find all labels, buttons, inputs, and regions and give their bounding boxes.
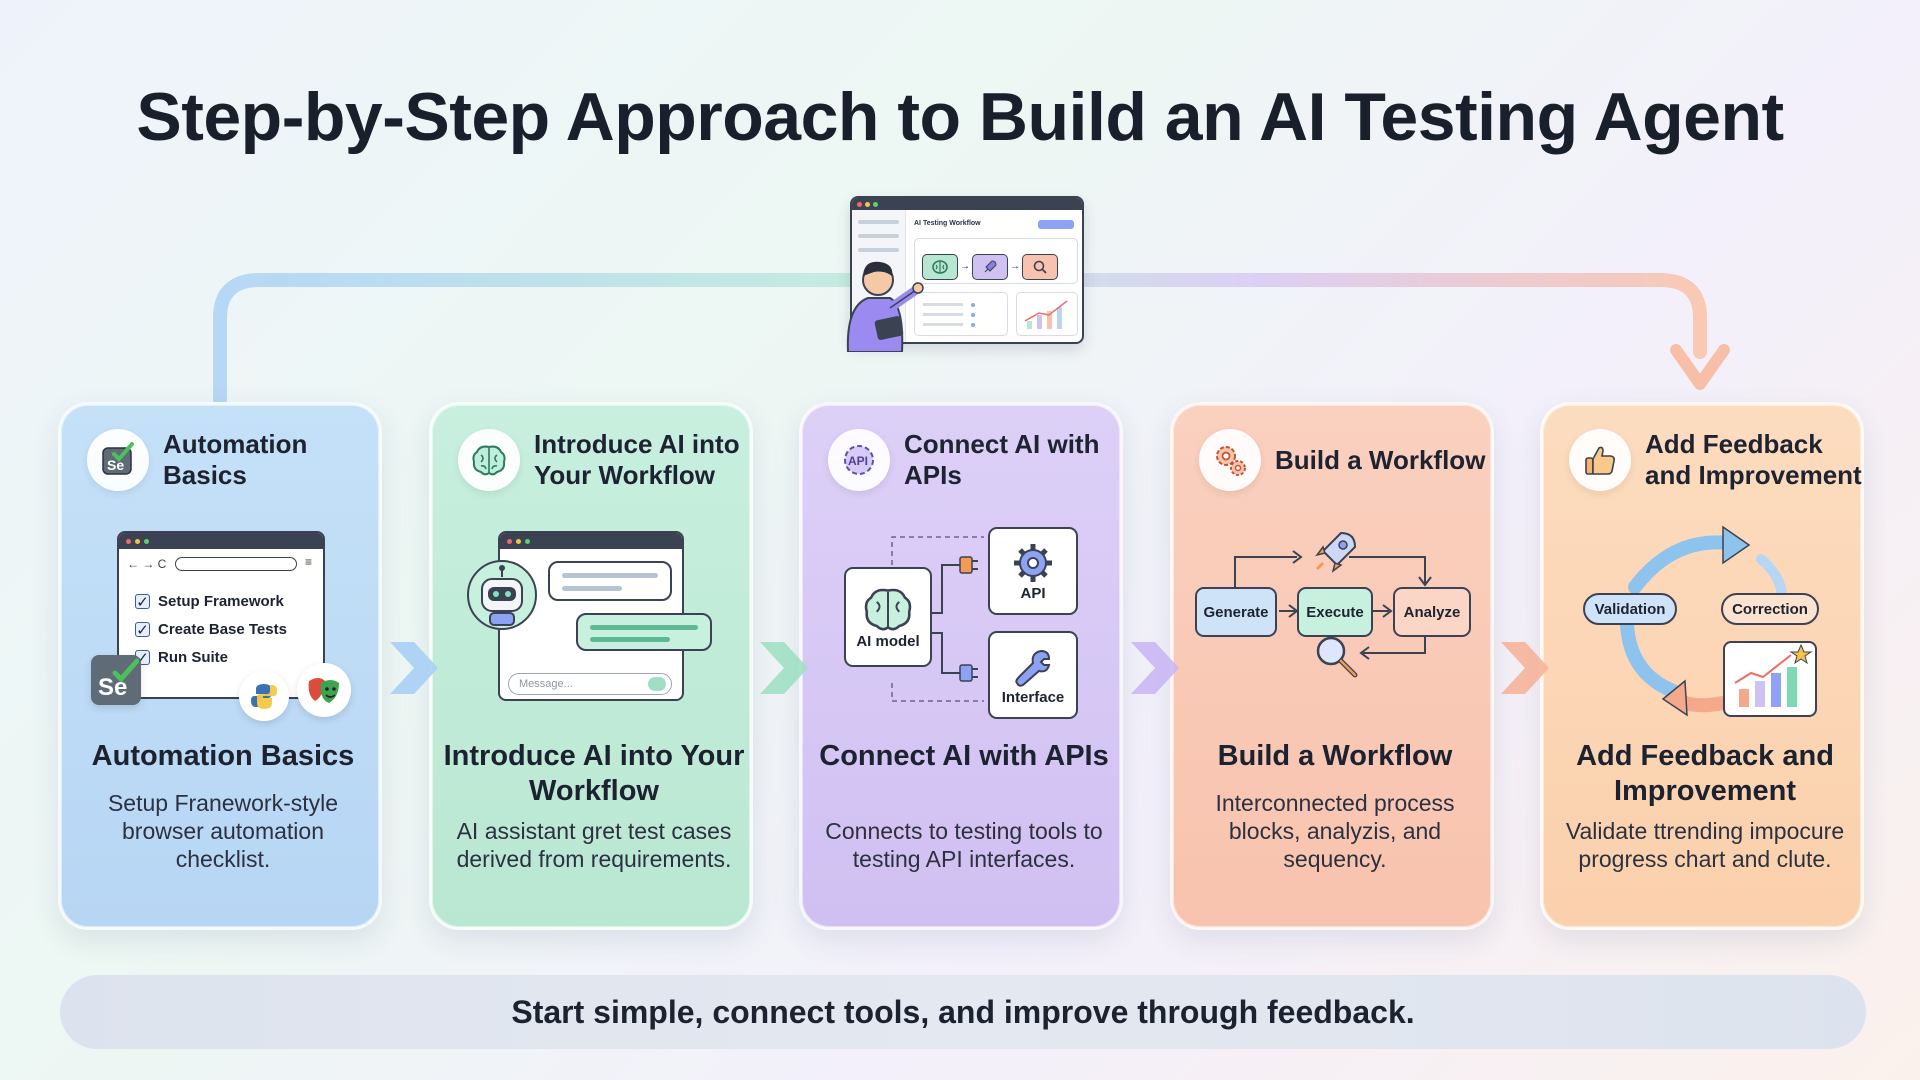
- chevron-right-icon: [1131, 642, 1179, 694]
- step-header: Add Feedback and Improvement: [1645, 429, 1862, 490]
- step-card-feedback: Add Feedback and Improvement Validation …: [1540, 402, 1864, 930]
- wrench-icon: [1015, 649, 1051, 687]
- api-gear-icon: API: [828, 429, 890, 491]
- rocket-icon: [972, 254, 1008, 280]
- selenium-logo-icon: Se: [91, 655, 141, 705]
- workflow-block-execute: Execute: [1297, 587, 1373, 637]
- step-title: Connect AI with APIs: [819, 740, 1109, 772]
- playwright-logo-icon: [297, 663, 351, 717]
- checkbox-icon: ✓: [135, 593, 150, 611]
- brain-icon: [922, 254, 958, 280]
- step-title: Introduce AI into Your Workflow: [443, 740, 745, 807]
- checklist-item: Create Base Tests: [158, 621, 287, 638]
- step-header: Connect AI with APIs: [904, 429, 1100, 490]
- thumbs-up-icon: [1569, 429, 1631, 491]
- footer-banner: Start simple, connect tools, and improve…: [60, 975, 1866, 1049]
- dashboard-title: AI Testing Workflow: [914, 220, 981, 227]
- checklist-item: Run Suite: [158, 649, 228, 666]
- gears-icon: [1199, 429, 1261, 491]
- loop-label-validation: Validation: [1583, 593, 1677, 625]
- browser-window: ← → C ≡ ✓Setup Framework ✓Create Base Te…: [117, 531, 325, 699]
- robot-icon: [467, 560, 537, 630]
- svg-text:API: API: [848, 454, 868, 468]
- progress-chart-icon: [1024, 300, 1068, 329]
- svg-text:Se: Se: [107, 457, 124, 473]
- chevron-right-icon: [1501, 642, 1549, 694]
- progress-chart-icon: [1723, 641, 1817, 717]
- workflow-connectors: [1234, 550, 1432, 660]
- step-header: Build a Workflow: [1275, 444, 1486, 475]
- step-description: AI assistant gret test cases derived fro…: [456, 818, 732, 872]
- ai-model-node: AI model: [844, 567, 932, 667]
- dashboard-button: [1038, 220, 1074, 229]
- step-title: Automation Basics: [91, 740, 355, 772]
- brain-icon: [864, 588, 912, 630]
- footer-text: Start simple, connect tools, and improve…: [511, 993, 1415, 1030]
- step-card-connect-apis: API Connect AI with APIs AI model API In…: [799, 402, 1123, 930]
- chat-bubble: [548, 561, 672, 601]
- step-description: Connects to testing tools to testing API…: [825, 818, 1103, 872]
- presenter-person-icon: [846, 261, 924, 352]
- step-description: Validate ttrending impocure progress cha…: [1565, 818, 1845, 872]
- step-title: Add Feedback and Improvement: [1576, 740, 1834, 807]
- loop-label-correction: Correction: [1721, 593, 1819, 625]
- selenium-checkbox-icon: Se: [87, 429, 149, 491]
- send-icon[interactable]: [648, 677, 666, 691]
- rocket-icon: [1315, 531, 1357, 573]
- checklist-item: Setup Framework: [158, 593, 284, 610]
- checkbox-icon: ✓: [135, 621, 150, 639]
- step-header: Introduce AI into Your Workflow: [534, 429, 740, 490]
- workflow-block-analyze: Analyze: [1393, 587, 1471, 637]
- gear-icon: [1014, 543, 1052, 582]
- step-title: Build a Workflow: [1217, 740, 1453, 772]
- chat-bubble: [576, 613, 712, 651]
- magnifier-icon: [1316, 636, 1358, 678]
- chevron-right-icon: [390, 642, 438, 694]
- step-header: Automation Basics: [163, 429, 308, 490]
- workflow-illustration: AI Testing Workflow → →: [838, 192, 1088, 352]
- magnifier-icon: [1022, 254, 1058, 280]
- message-input[interactable]: Message...: [508, 673, 672, 695]
- star-icon: [1789, 643, 1813, 665]
- step-card-build-workflow: Build a Workflow Generate Execute Analyz…: [1170, 402, 1494, 930]
- step-card-introduce-ai: Introduce AI into Your Workflow Message.…: [429, 402, 753, 930]
- page-title: Step-by-Step Approach to Build an AI Tes…: [136, 79, 1784, 155]
- interface-node: Interface: [988, 631, 1078, 719]
- feedback-loop-arrows: [1620, 525, 1787, 717]
- api-node: API: [988, 527, 1078, 615]
- step-description: Interconnected process blocks, analyzis,…: [1215, 790, 1455, 872]
- brain-icon: [458, 429, 520, 491]
- step-card-automation-basics: Se Automation Basics ← → C ≡ ✓Setup Fram…: [58, 402, 382, 930]
- workflow-block-generate: Generate: [1195, 587, 1277, 637]
- chevron-right-icon: [760, 642, 808, 694]
- step-description: Setup Franework-style browser automation…: [107, 790, 339, 872]
- python-logo-icon: [239, 671, 289, 721]
